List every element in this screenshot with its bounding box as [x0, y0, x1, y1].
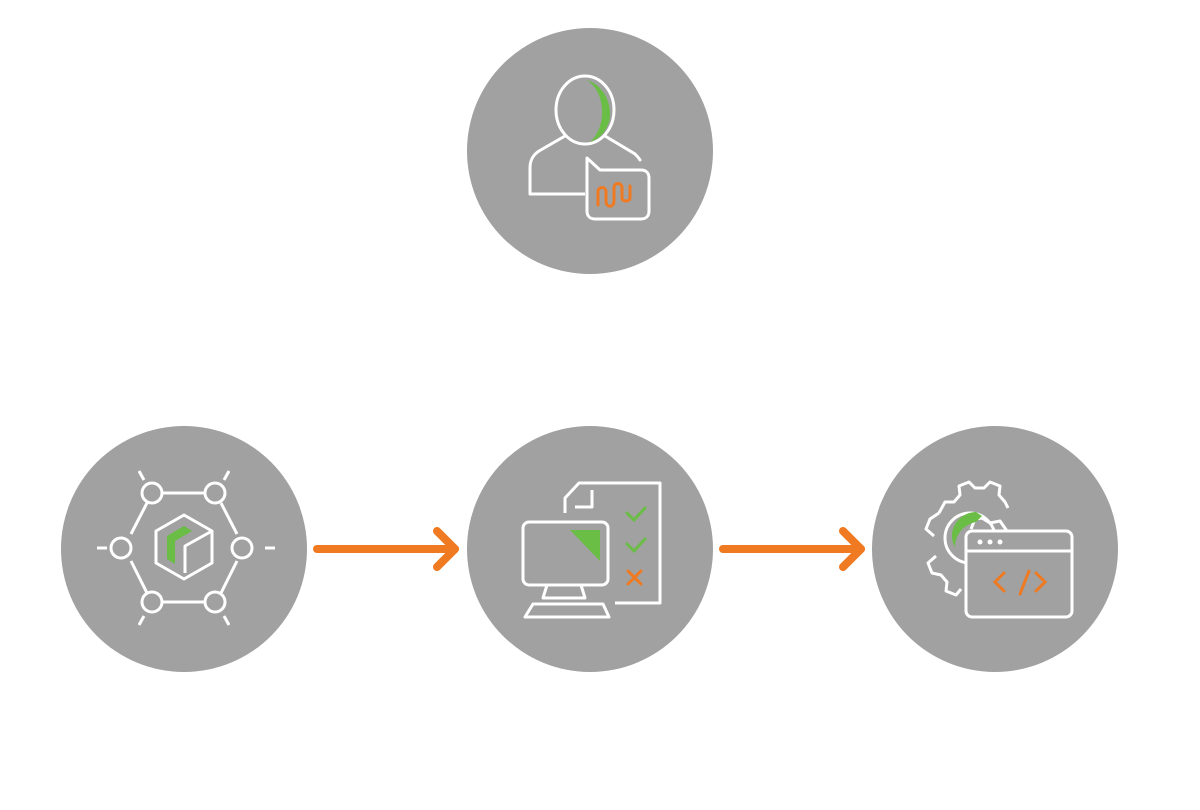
arrow-right-icon: [313, 527, 459, 571]
network-cube-icon: [61, 426, 307, 672]
speech-bubble: [585, 156, 651, 221]
node-circle: [467, 28, 713, 274]
gear-code-window-icon: [872, 426, 1118, 672]
check-icon: [625, 506, 647, 523]
sound-wave: [596, 182, 632, 208]
screen-green-corner: [570, 530, 600, 561]
window-dot: [997, 539, 1003, 545]
gear-green-crescent: [952, 512, 982, 547]
head-green-crescent: [587, 80, 611, 142]
node-network-cube: [61, 426, 307, 672]
code-brackets-icon: [992, 569, 1048, 596]
document-outline: [563, 481, 662, 605]
monitor: [521, 520, 610, 587]
keyboard: [523, 602, 611, 619]
window-dot: [987, 539, 993, 545]
window-dot: [977, 539, 983, 545]
user-speech-icon: [467, 28, 713, 274]
arrow-node1-to-node2: [305, 519, 465, 579]
node-computer-checklist: [467, 426, 713, 672]
node-gear-code: [872, 426, 1118, 672]
shoulders-outline: [528, 134, 585, 196]
head-outline: [554, 74, 616, 146]
arrow-node2-to-node3: [711, 519, 871, 579]
code-window: [964, 529, 1074, 619]
node-user-speech: [467, 28, 713, 274]
computer-checklist-icon: [467, 426, 713, 672]
arrow-right-icon: [719, 527, 865, 571]
shoulder-right: [603, 134, 642, 162]
cube-green-face: [167, 526, 192, 564]
cross-icon: [626, 569, 643, 586]
check-icon: [625, 537, 647, 554]
